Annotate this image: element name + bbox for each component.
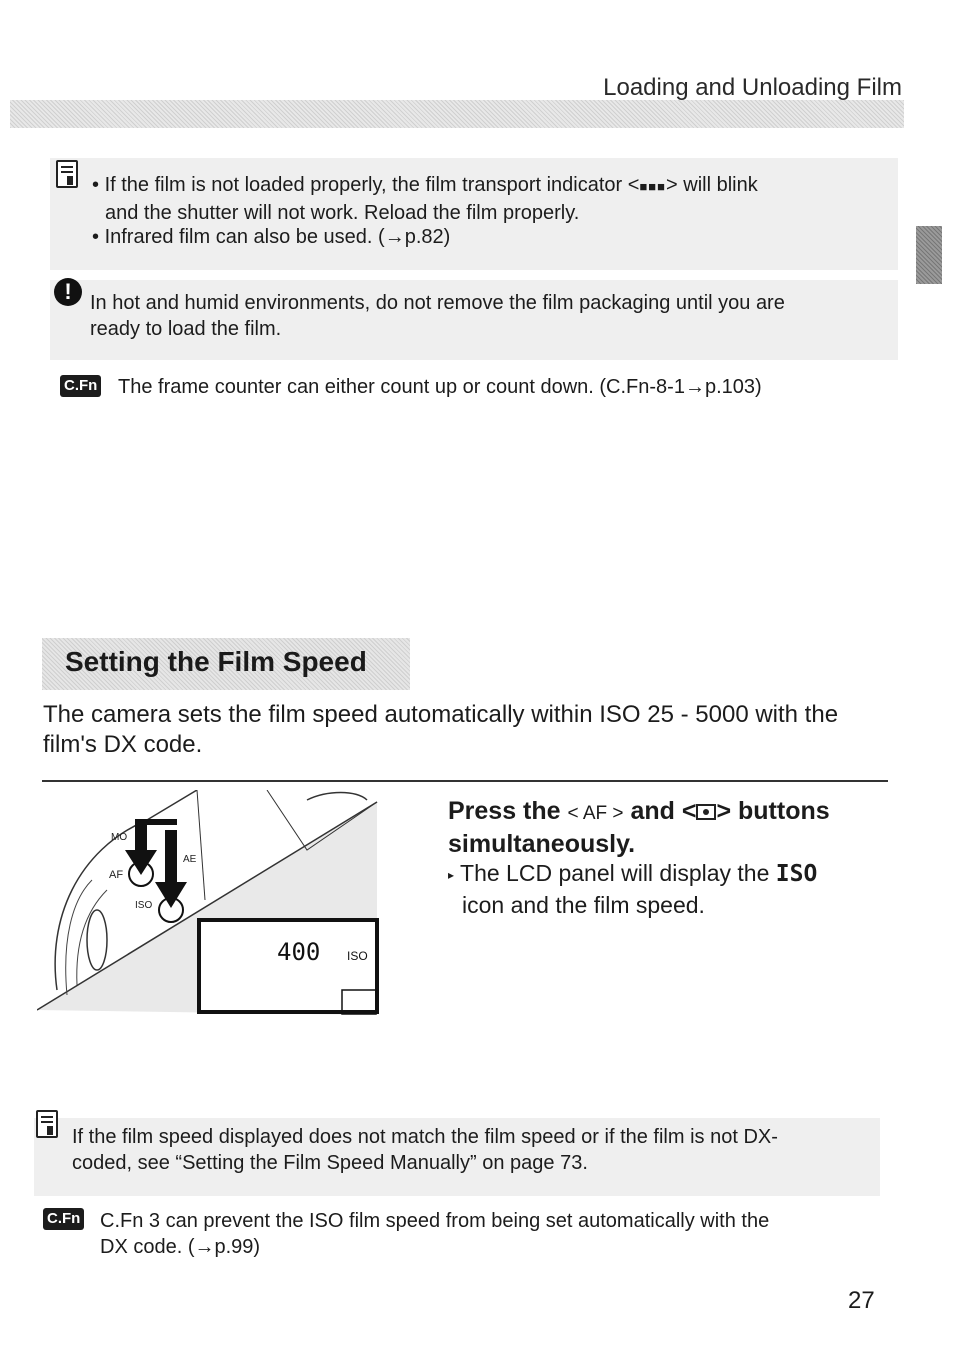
camera-illustration: AF ISO MO AE 400 ISO xyxy=(37,790,381,1015)
af-label: AF xyxy=(109,869,123,881)
memo-note-1-bullet-1: • If the film is not loaded properly, th… xyxy=(92,172,892,226)
step-title-a: Press the xyxy=(448,797,568,825)
body-line xyxy=(196,790,206,901)
memo-note-1-text: If the film is not loaded properly, the … xyxy=(104,174,640,196)
memo-note-1-text-end: > will blink xyxy=(666,174,758,196)
cfn-badge-icon: C.Fn xyxy=(43,1208,85,1230)
triangle-bullet-icon: ▸ xyxy=(448,867,455,882)
section-title-band xyxy=(42,638,410,690)
memo-icon xyxy=(56,160,78,188)
arrow-down-icon-2 xyxy=(155,830,187,908)
af-button-label: < AF > xyxy=(567,803,624,824)
section-intro-line1: The camera sets the film speed automatic… xyxy=(43,701,839,728)
step-title-c: buttons xyxy=(731,797,830,825)
lcd-film-speed: 400 xyxy=(277,938,320,966)
cfn-note-2-text: C.Fn 3 can prevent the ISO film speed fr… xyxy=(100,1208,880,1260)
memo-note-1-bullet-2-text: Infrared film can also be used. (→p.82) xyxy=(104,226,451,248)
grip-line xyxy=(65,879,93,996)
lcd-segment-box xyxy=(341,989,377,1015)
header-band xyxy=(10,100,904,128)
step-title-line2: simultaneously. xyxy=(448,830,636,858)
cfn-note-1-text: The frame counter can either count up or… xyxy=(118,376,762,398)
memo-note-1-text-line2: and the shutter will not work. Reload th… xyxy=(105,202,580,224)
section-intro: The camera sets the film speed automatic… xyxy=(43,700,893,760)
section-divider xyxy=(42,780,888,782)
caution-note-line2: ready to load the film. xyxy=(90,318,282,340)
mode-label: MO xyxy=(111,832,127,843)
step-body: ▸ The LCD panel will display the ISO ico… xyxy=(448,858,878,920)
ae-label: AE xyxy=(183,854,197,865)
iso-label: ISO xyxy=(135,900,152,911)
gt-symbol: > xyxy=(716,797,732,825)
cfn-note-2-line2: DX code. (→p.99) xyxy=(100,1236,261,1258)
caution-icon: ! xyxy=(54,278,82,306)
memo-note-2-line2: coded, see “Setting the Film Speed Manua… xyxy=(72,1152,588,1174)
page-header-title: Loading and Unloading Film xyxy=(603,74,902,101)
dial-knob xyxy=(86,909,108,971)
caution-note-text: In hot and humid environments, do not re… xyxy=(90,290,890,342)
cfn-note-2-line1: C.Fn 3 can prevent the ISO film speed fr… xyxy=(100,1210,770,1232)
step-title-b: and xyxy=(623,797,682,825)
memo-note-2-text: If the film speed displayed does not mat… xyxy=(72,1124,872,1176)
shoe-arc xyxy=(306,791,368,801)
memo-note-2-line1: If the film speed displayed does not mat… xyxy=(72,1126,778,1148)
grip-line-2 xyxy=(76,889,108,986)
transport-indicator-icon: ■■■ xyxy=(639,179,667,194)
mode-dial-outline xyxy=(54,790,198,991)
memo-note-1 xyxy=(50,158,898,270)
memo-icon xyxy=(36,1110,58,1138)
caution-note-line1: In hot and humid environments, do not re… xyxy=(90,292,785,314)
arrow-down-icon xyxy=(125,820,157,875)
cfn-badge-icon: C.Fn xyxy=(60,375,102,397)
caution-note xyxy=(50,280,898,360)
iso-lcd-icon: ISO xyxy=(775,861,818,887)
lcd-iso-icon: ISO xyxy=(347,949,368,963)
lcd-panel xyxy=(197,918,379,1014)
step-title: Press the < AF > and < > buttons simultan… xyxy=(448,796,888,860)
memo-note-2 xyxy=(34,1118,880,1196)
hotshoe-line xyxy=(266,790,378,851)
step-body-text: The LCD panel will display the xyxy=(460,860,776,886)
iso-button-symbol-icon xyxy=(696,804,717,821)
camera-edge-line xyxy=(37,801,378,1011)
step-body-line2: icon and the film speed. xyxy=(462,891,705,918)
side-tab-marker xyxy=(916,226,942,284)
memo-note-1-bullet-2: • Infrared film can also be used. (→p.82… xyxy=(92,226,451,248)
section-intro-line2: film's DX code. xyxy=(43,731,203,758)
page-number: 27 xyxy=(848,1287,875,1314)
section-title: Setting the Film Speed xyxy=(65,646,367,677)
lt-symbol: < xyxy=(681,797,697,825)
